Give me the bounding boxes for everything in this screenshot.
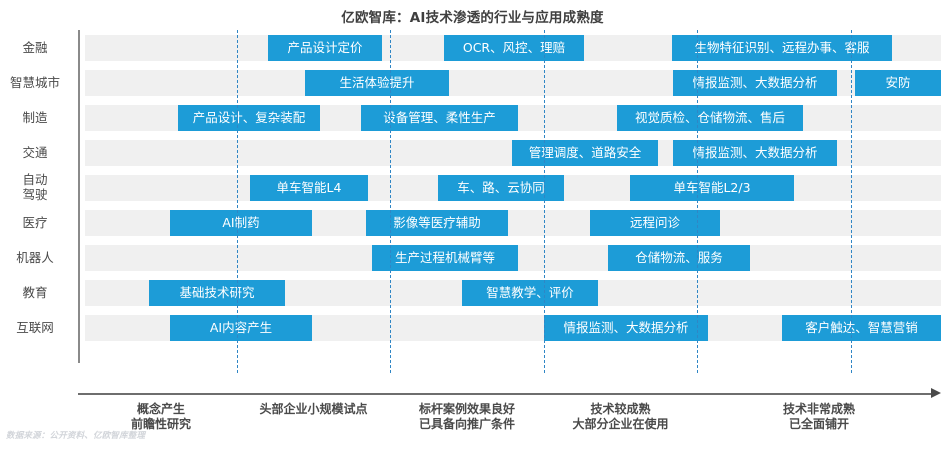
x-axis-arrow-icon bbox=[931, 388, 941, 398]
row-label-line2: 驾驶 bbox=[22, 187, 48, 202]
stage-divider-5 bbox=[851, 30, 852, 373]
application-bar[interactable]: AI内容产生 bbox=[170, 315, 312, 341]
application-bar[interactable]: 产品设计、复杂装配 bbox=[178, 105, 320, 131]
row-label-医疗: 医疗 bbox=[0, 215, 70, 230]
y-axis-line bbox=[78, 30, 80, 363]
application-bar[interactable]: 视觉质检、仓储物流、售后 bbox=[617, 105, 803, 131]
stage-label-line2: 大部分企业在使用 bbox=[572, 417, 669, 431]
application-bar[interactable]: 情报监测、大数据分析 bbox=[673, 140, 837, 166]
application-bar[interactable]: OCR、风控、理赔 bbox=[444, 35, 584, 61]
stage-label-1: 概念产生前瞻性研究 bbox=[85, 402, 237, 432]
row-label-自动驾驶: 自动驾驶 bbox=[0, 172, 70, 202]
stage-label-line1: 技术非常成熟 bbox=[782, 402, 855, 416]
application-bar[interactable]: 客户触达、智慧营销 bbox=[782, 315, 941, 341]
row-label-交通: 交通 bbox=[0, 145, 70, 160]
row-label-金融: 金融 bbox=[0, 40, 70, 55]
stage-label-2: 头部企业小规模试点 bbox=[237, 402, 390, 417]
application-bar[interactable]: 单车智能L4 bbox=[250, 175, 368, 201]
stage-divider-3 bbox=[544, 30, 545, 373]
stage-label-5: 技术非常成熟已全面铺开 bbox=[697, 402, 941, 432]
page-title: 亿欧智库：AI技术渗透的行业与应用成熟度 bbox=[341, 10, 604, 26]
application-bar[interactable]: 生活体验提升 bbox=[305, 70, 449, 96]
row-label-line1: 金融 bbox=[22, 40, 48, 55]
application-bar[interactable]: 远程问诊 bbox=[590, 210, 720, 236]
application-bar[interactable]: AI制药 bbox=[170, 210, 312, 236]
application-bar[interactable]: 产品设计定价 bbox=[268, 35, 382, 61]
stage-label-line2: 前瞻性研究 bbox=[130, 417, 191, 431]
application-bar[interactable]: 生物特征识别、远程办事、客服 bbox=[672, 35, 892, 61]
application-bar[interactable]: 单车智能L2/3 bbox=[630, 175, 794, 201]
application-bar[interactable]: 管理调度、道路安全 bbox=[512, 140, 658, 166]
stage-label-line1: 标杆案例效果良好 bbox=[418, 402, 515, 416]
row-label-line1: 医疗 bbox=[22, 215, 48, 230]
application-bar[interactable]: 仓储物流、服务 bbox=[608, 245, 750, 271]
stage-label-line1: 头部企业小规模试点 bbox=[259, 402, 368, 416]
row-label-机器人: 机器人 bbox=[0, 250, 70, 265]
stage-label-line2: 已具备向推广条件 bbox=[418, 417, 515, 431]
stage-divider-4 bbox=[697, 30, 698, 373]
application-bar[interactable]: 智慧教学、评价 bbox=[462, 280, 598, 306]
application-bar[interactable]: 情报监测、大数据分析 bbox=[544, 315, 708, 341]
row-label-制造: 制造 bbox=[0, 110, 70, 125]
application-bar[interactable]: 生产过程机械臂等 bbox=[372, 245, 518, 271]
row-label-line1: 机器人 bbox=[16, 250, 54, 265]
row-label-互联网: 互联网 bbox=[0, 320, 70, 335]
application-bar[interactable]: 安防 bbox=[855, 70, 941, 96]
row-label-line1: 教育 bbox=[22, 285, 48, 300]
row-label-line1: 智慧城市 bbox=[9, 75, 60, 90]
application-bar[interactable]: 影像等医疗辅助 bbox=[366, 210, 508, 236]
row-label-line1: 制造 bbox=[22, 110, 48, 125]
application-bar[interactable]: 情报监测、大数据分析 bbox=[673, 70, 837, 96]
row-label-line1: 交通 bbox=[22, 145, 48, 160]
application-bar[interactable]: 基础技术研究 bbox=[149, 280, 285, 306]
stage-divider-2 bbox=[390, 30, 391, 373]
maturity-matrix-plot: 金融 产品设计定价 OCR、风控、理赔 生物特征识别、远程办事、客服智慧城市 生活体验提… bbox=[0, 30, 945, 431]
source-note: 数据来源：公开资料、亿欧智库整理 bbox=[6, 431, 146, 441]
stage-divider-1 bbox=[237, 30, 238, 373]
stage-label-line2: 已全面铺开 bbox=[788, 417, 849, 431]
stage-label-line1: 技术较成熟 bbox=[590, 402, 651, 416]
row-label-line1: 自动 bbox=[22, 172, 48, 187]
stage-label-4: 技术较成熟大部分企业在使用 bbox=[544, 402, 697, 432]
application-bar[interactable]: 设备管理、柔性生产 bbox=[361, 105, 518, 131]
x-axis-line bbox=[78, 393, 933, 395]
row-label-line1: 互联网 bbox=[16, 320, 54, 335]
stage-label-line1: 概念产生 bbox=[136, 402, 185, 416]
row-label-教育: 教育 bbox=[0, 285, 70, 300]
row-label-智慧城市: 智慧城市 bbox=[0, 75, 70, 90]
application-bar[interactable]: 车、路、云协同 bbox=[438, 175, 564, 201]
stage-label-3: 标杆案例效果良好已具备向推广条件 bbox=[390, 402, 544, 432]
